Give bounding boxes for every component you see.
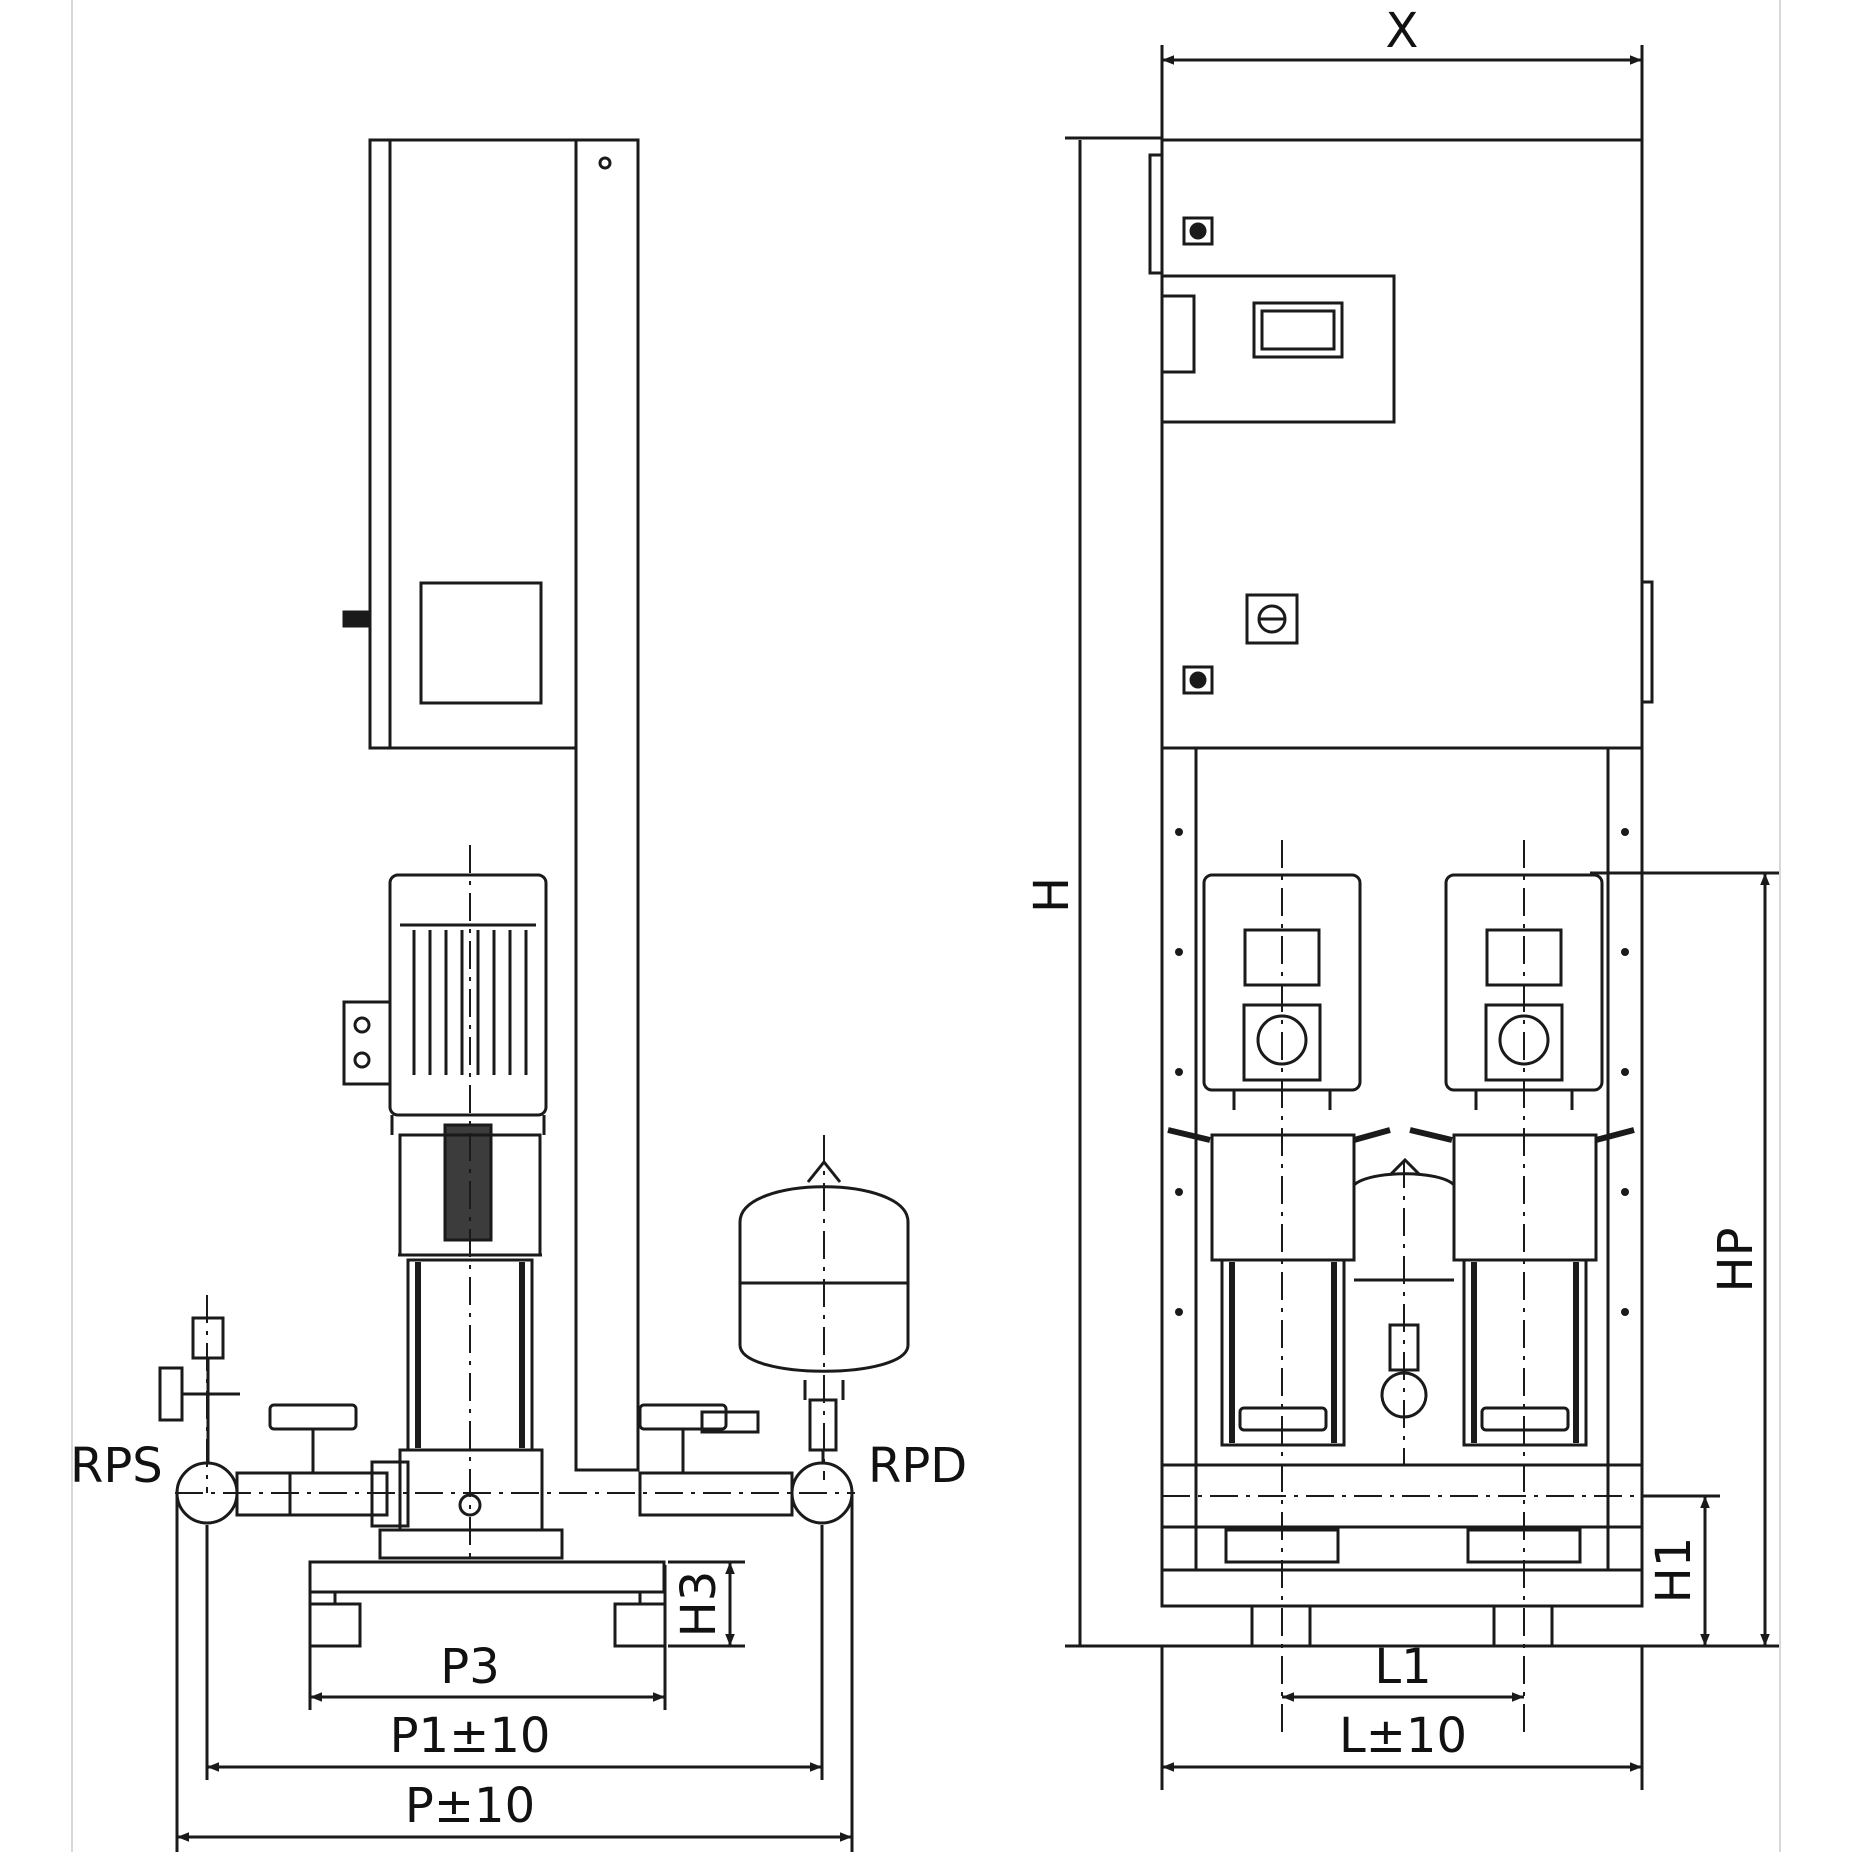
label-h: H [1024,877,1080,913]
foot-right [613,1602,667,1648]
side-view-dimensions [175,1495,854,1852]
label-rps: RPS [70,1438,163,1494]
door-lock-bottom [1182,665,1214,695]
display-screen [1252,301,1344,359]
label-rpd: RPD [868,1438,967,1494]
front-view [1148,138,1720,1740]
cabinet-handle [342,610,372,628]
label-l: L±10 [1339,1708,1467,1764]
frame-post-right [1606,746,1644,1572]
label-p1: P1±10 [390,1708,551,1764]
frame-post-left [1160,746,1198,1572]
front-view-dimensions [1065,45,1780,1790]
frame-post [574,138,640,1472]
pump-right-front [1409,873,1635,1564]
cabinet-window [419,581,543,705]
label-hp: HP [1708,1227,1764,1292]
control-cabinet-side [368,138,578,750]
label-l1: L1 [1374,1639,1431,1695]
baseframe-front [1160,1568,1644,1608]
label-p3: P3 [440,1639,499,1695]
main-switch [1245,593,1299,645]
discharge-valve-handwheel [638,1403,728,1431]
foot-left [308,1602,362,1648]
baseframe-side [308,1560,666,1594]
suction-valve-handwheel [268,1403,358,1431]
label-x: X [1386,3,1419,59]
label-h3: H3 [671,1571,727,1638]
label-h1: H1 [1646,1537,1702,1604]
pump-left-front [1167,873,1391,1564]
pump-motor-side [342,873,548,1135]
label-p: P±10 [405,1778,535,1834]
control-cabinet-front [1160,138,1644,750]
terminal-box [342,1000,392,1086]
side-view [158,138,910,1648]
door-lock-top [1182,216,1214,246]
